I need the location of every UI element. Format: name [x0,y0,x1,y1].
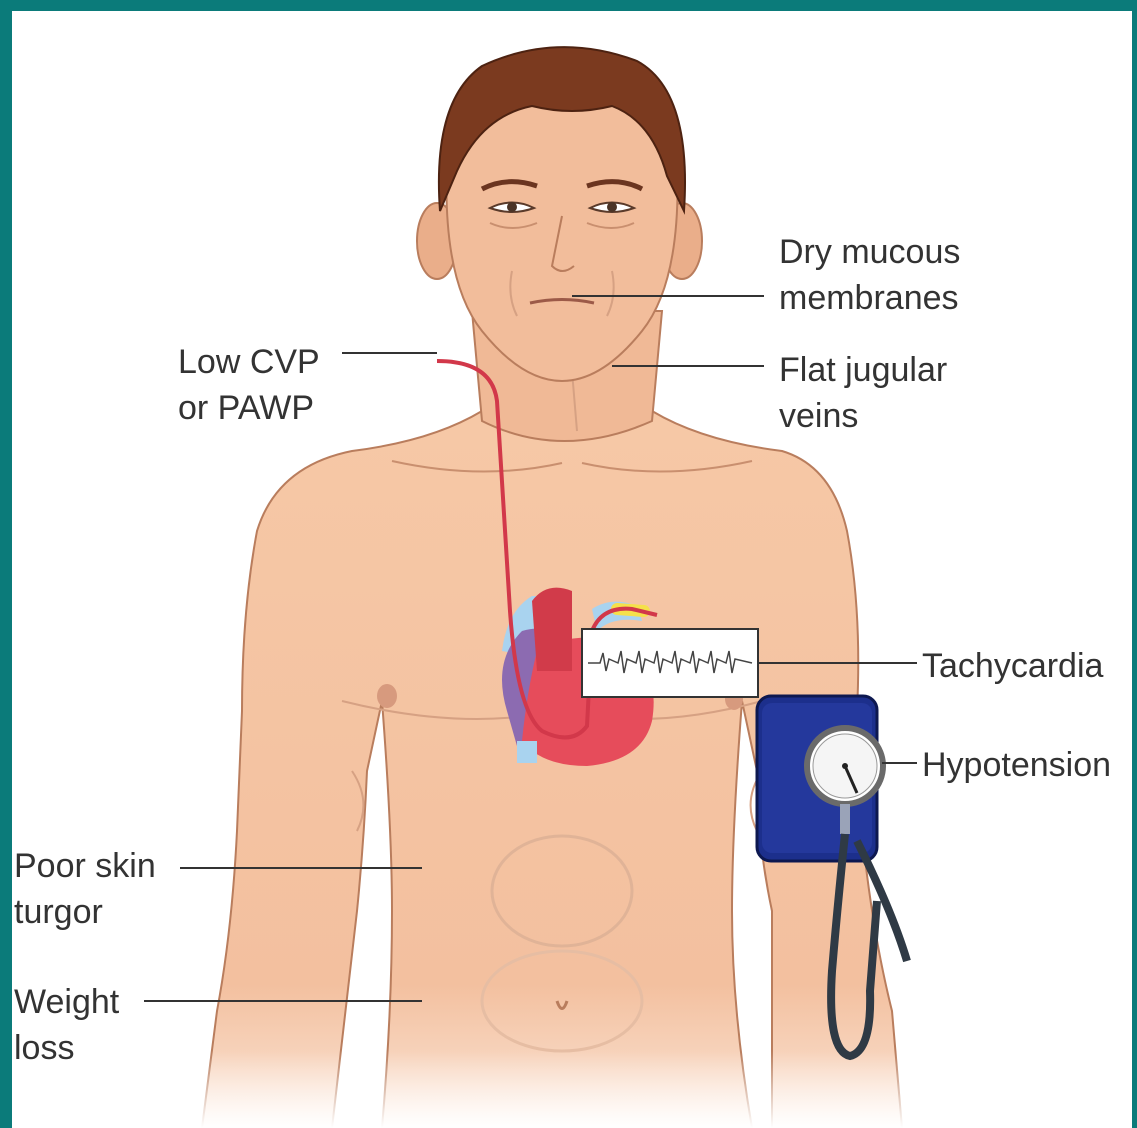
label-line: Tachycardia [922,643,1103,689]
label-weight-loss: Weight loss [14,979,119,1071]
label-tachycardia: Tachycardia [922,643,1103,689]
hypovolemia-illustration [12,11,1132,1128]
label-line: membranes [779,275,960,321]
left-nipple [377,684,397,708]
label-line: Flat jugular [779,347,947,393]
label-line: loss [14,1025,119,1071]
label-line: Poor skin [14,843,156,889]
label-low-cvp: Low CVP or PAWP [178,339,320,431]
label-line: Weight [14,979,119,1025]
label-hypotension: Hypotension [922,742,1111,788]
label-poor-skin-turgor: Poor skin turgor [14,843,156,935]
label-line: Hypotension [922,742,1111,788]
label-line: turgor [14,889,156,935]
ecg-strip-icon [582,629,758,697]
figure-frame: Dry mucous membranes Low CVP or PAWP Fla… [12,11,1132,1128]
label-line: veins [779,393,947,439]
label-flat-jugular-veins: Flat jugular veins [779,347,947,439]
label-line: Dry mucous [779,229,960,275]
label-line: Low CVP [178,339,320,385]
label-line: or PAWP [178,385,320,431]
label-dry-mucous-membranes: Dry mucous membranes [779,229,960,321]
